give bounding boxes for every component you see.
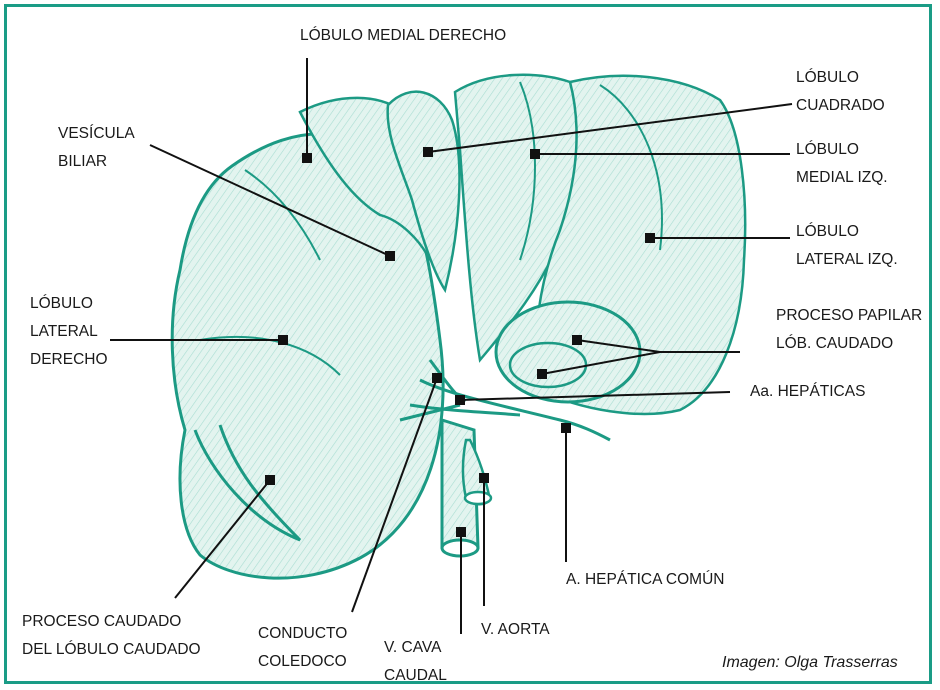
- label-v-cava-caudal: V. CAVA CAUDAL: [384, 634, 447, 690]
- label-line: V. CAVA: [384, 634, 447, 662]
- label-a-hepatica-comun: A. HEPÁTICA COMÚN: [566, 566, 724, 594]
- label-line: BILIAR: [58, 148, 135, 176]
- label-line: LATERAL: [30, 318, 108, 346]
- label-line: CAUDAL: [384, 662, 447, 690]
- label-line: CONDUCTO: [258, 620, 347, 648]
- label-line: LÓBULO: [796, 64, 885, 92]
- label-lobulo-medial-derecho: LÓBULO MEDIAL DERECHO: [300, 22, 506, 50]
- label-lobulo-lateral-izq: LÓBULO LATERAL IZQ.: [796, 218, 898, 274]
- label-line: PROCESO CAUDADO: [22, 608, 201, 636]
- label-lobulo-cuadrado: LÓBULO CUADRADO: [796, 64, 885, 120]
- label-line: MEDIAL IZQ.: [796, 164, 888, 192]
- label-v-aorta: V. AORTA: [481, 616, 550, 644]
- label-vesicula-biliar: VESÍCULA BILIAR: [58, 120, 135, 176]
- label-lobulo-lateral-derecho: LÓBULO LATERAL DERECHO: [30, 290, 108, 374]
- label-aa-hepaticas: Aa. HEPÁTICAS: [750, 378, 865, 406]
- label-conducto-coledoco: CONDUCTO COLEDOCO: [258, 620, 347, 676]
- label-line: LATERAL IZQ.: [796, 246, 898, 274]
- label-proceso-caudado: PROCESO CAUDADO DEL LÓBULO CAUDADO: [22, 608, 201, 664]
- label-line: LÓBULO: [30, 290, 108, 318]
- label-line: LÓBULO: [796, 218, 898, 246]
- image-credit: Imagen: Olga Trasserras: [722, 654, 898, 672]
- label-proceso-papilar: PROCESO PAPILAR LÓB. CAUDADO: [776, 302, 922, 358]
- label-line: COLEDOCO: [258, 648, 347, 676]
- label-line: VESÍCULA: [58, 120, 135, 148]
- label-lobulo-medial-izq: LÓBULO MEDIAL IZQ.: [796, 136, 888, 192]
- label-line: CUADRADO: [796, 92, 885, 120]
- label-line: PROCESO PAPILAR: [776, 302, 922, 330]
- label-line: DEL LÓBULO CAUDADO: [22, 636, 201, 664]
- label-line: DERECHO: [30, 346, 108, 374]
- label-line: LÓB. CAUDADO: [776, 330, 922, 358]
- label-line: LÓBULO: [796, 136, 888, 164]
